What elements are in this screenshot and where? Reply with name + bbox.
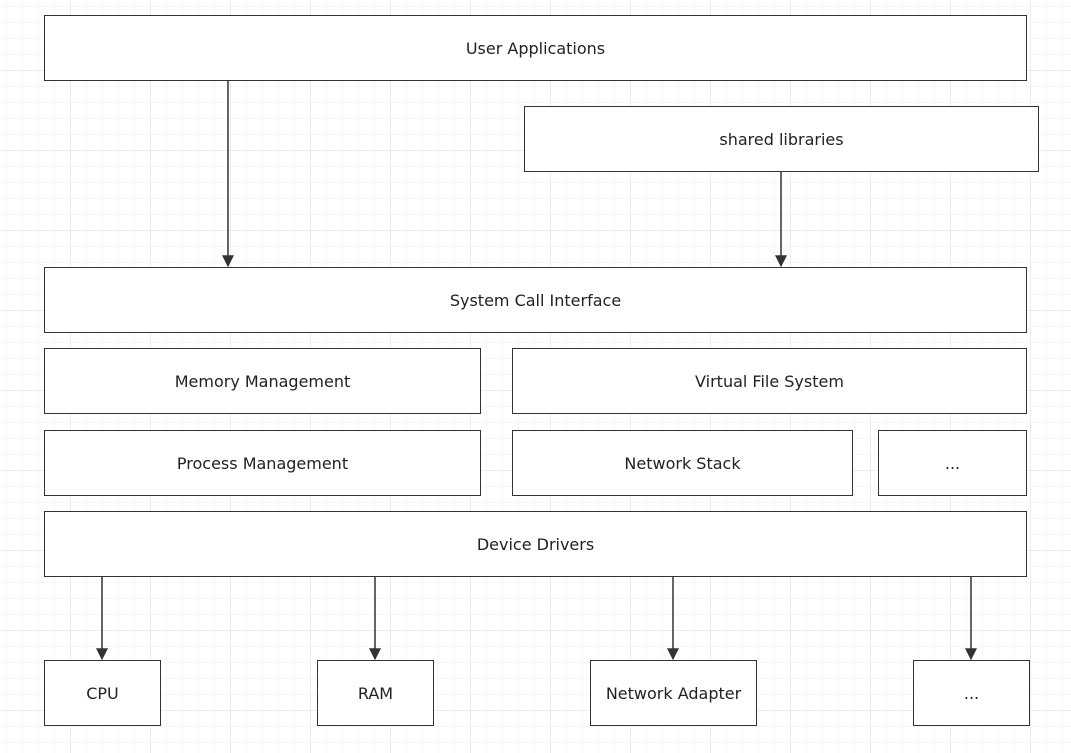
user-applications-box: User Applications	[44, 15, 1027, 81]
system-call-interface-label: System Call Interface	[449, 290, 622, 310]
device-drivers-box: Device Drivers	[44, 511, 1027, 577]
hardware-more-label: ...	[963, 683, 980, 703]
process-management-label: Process Management	[176, 453, 349, 473]
kernel-more-box: ...	[878, 430, 1027, 496]
memory-management-label: Memory Management	[174, 371, 351, 391]
ram-label: RAM	[357, 683, 394, 703]
ram-box: RAM	[317, 660, 434, 726]
system-call-interface-box: System Call Interface	[44, 267, 1027, 333]
virtual-file-system-box: Virtual File System	[512, 348, 1027, 414]
kernel-more-label: ...	[944, 453, 961, 473]
hardware-more-box: ...	[913, 660, 1030, 726]
cpu-label: CPU	[86, 683, 119, 703]
cpu-box: CPU	[44, 660, 161, 726]
network-stack-box: Network Stack	[512, 430, 853, 496]
virtual-file-system-label: Virtual File System	[695, 371, 844, 391]
user-applications-label: User Applications	[465, 38, 606, 58]
shared-libraries-label: shared libraries	[719, 129, 844, 149]
device-drivers-label: Device Drivers	[476, 534, 595, 554]
shared-libraries-box: shared libraries	[524, 106, 1039, 172]
network-adapter-label: Network Adapter	[605, 683, 742, 703]
memory-management-box: Memory Management	[44, 348, 481, 414]
process-management-box: Process Management	[44, 430, 481, 496]
network-stack-label: Network Stack	[624, 453, 741, 473]
network-adapter-box: Network Adapter	[590, 660, 757, 726]
